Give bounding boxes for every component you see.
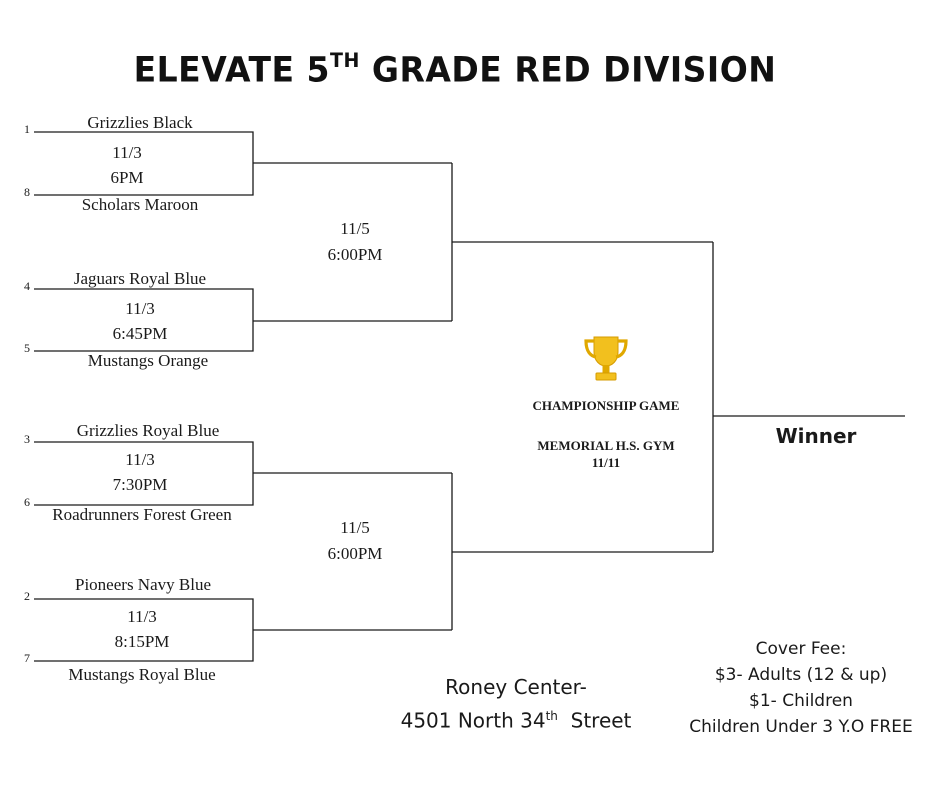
seed-label: 7	[24, 651, 30, 665]
game-date: 11/3	[112, 143, 142, 162]
game-4-info: 11/3 8:15PM	[115, 604, 170, 654]
game-time: 6:45PM	[112, 324, 168, 343]
team-name: Mustangs Orange	[87, 351, 209, 370]
team-name: Jaguars Royal Blue	[73, 269, 207, 288]
game-time: 8:15PM	[114, 632, 170, 651]
seed-label: 1	[24, 122, 30, 136]
cover-fee-adults: $3- Adults (12 & up)	[714, 665, 888, 685]
seed-label: 8	[24, 185, 30, 199]
semifinal-1-info: 11/5 6:00PM	[328, 216, 383, 268]
seed-label: 3	[24, 432, 30, 446]
game-date: 11/3	[125, 450, 155, 469]
championship-venue: MEMORIAL H.S. GYM	[537, 438, 675, 453]
game-1-info: 11/3 6PM	[110, 140, 143, 190]
location-name: Roney Center-	[445, 675, 587, 699]
seed-label: 4	[24, 279, 30, 293]
seed-label: 2	[24, 589, 30, 603]
game-date: 11/3	[127, 607, 157, 626]
game-time: 6:00PM	[327, 544, 383, 563]
seed-label: 6	[24, 495, 30, 509]
championship-label: CHAMPIONSHIP GAME	[532, 398, 680, 413]
seed-label: 5	[24, 341, 30, 355]
game-date: 11/5	[340, 219, 370, 238]
team-name: Roadrunners Forest Green	[52, 505, 232, 524]
cover-fee-children: $1- Children	[749, 691, 853, 711]
game-time: 6PM	[110, 168, 144, 187]
team-name: Mustangs Royal Blue	[68, 665, 216, 684]
game-2-bracket-line	[34, 288, 254, 352]
championship-info: MEMORIAL H.S. GYM 11/11	[537, 437, 674, 471]
trophy-icon	[580, 332, 632, 384]
winner-label: Winner	[775, 424, 857, 448]
cover-fee-heading: Cover Fee:	[755, 639, 847, 659]
cover-fee-info: Cover Fee: $3- Adults (12 & up) $1- Chil…	[689, 636, 912, 740]
team-name: Pioneers Navy Blue	[75, 575, 211, 594]
game-date: 11/5	[340, 518, 370, 537]
bracket-title: ELEVATE 5TH GRADE RED DIVISION	[133, 49, 777, 90]
location-info: Roney Center- 4501 North 34th Street	[401, 673, 632, 736]
game-date: 11/3	[125, 299, 155, 318]
championship-date: 11/11	[591, 455, 621, 470]
team-name: Grizzlies Royal Blue	[76, 421, 220, 440]
semifinal-2-info: 11/5 6:00PM	[328, 515, 383, 567]
game-3-info: 11/3 7:30PM	[113, 447, 168, 497]
cover-fee-free: Children Under 3 Y.O FREE	[689, 717, 913, 737]
location-address: 4501 North 34th Street	[400, 708, 632, 733]
game-time: 7:30PM	[112, 475, 168, 494]
team-name: Scholars Maroon	[81, 195, 199, 214]
game-2-info: 11/3 6:45PM	[113, 296, 168, 346]
team-name: Grizzlies Black	[87, 113, 193, 132]
game-time: 6:00PM	[327, 245, 383, 264]
